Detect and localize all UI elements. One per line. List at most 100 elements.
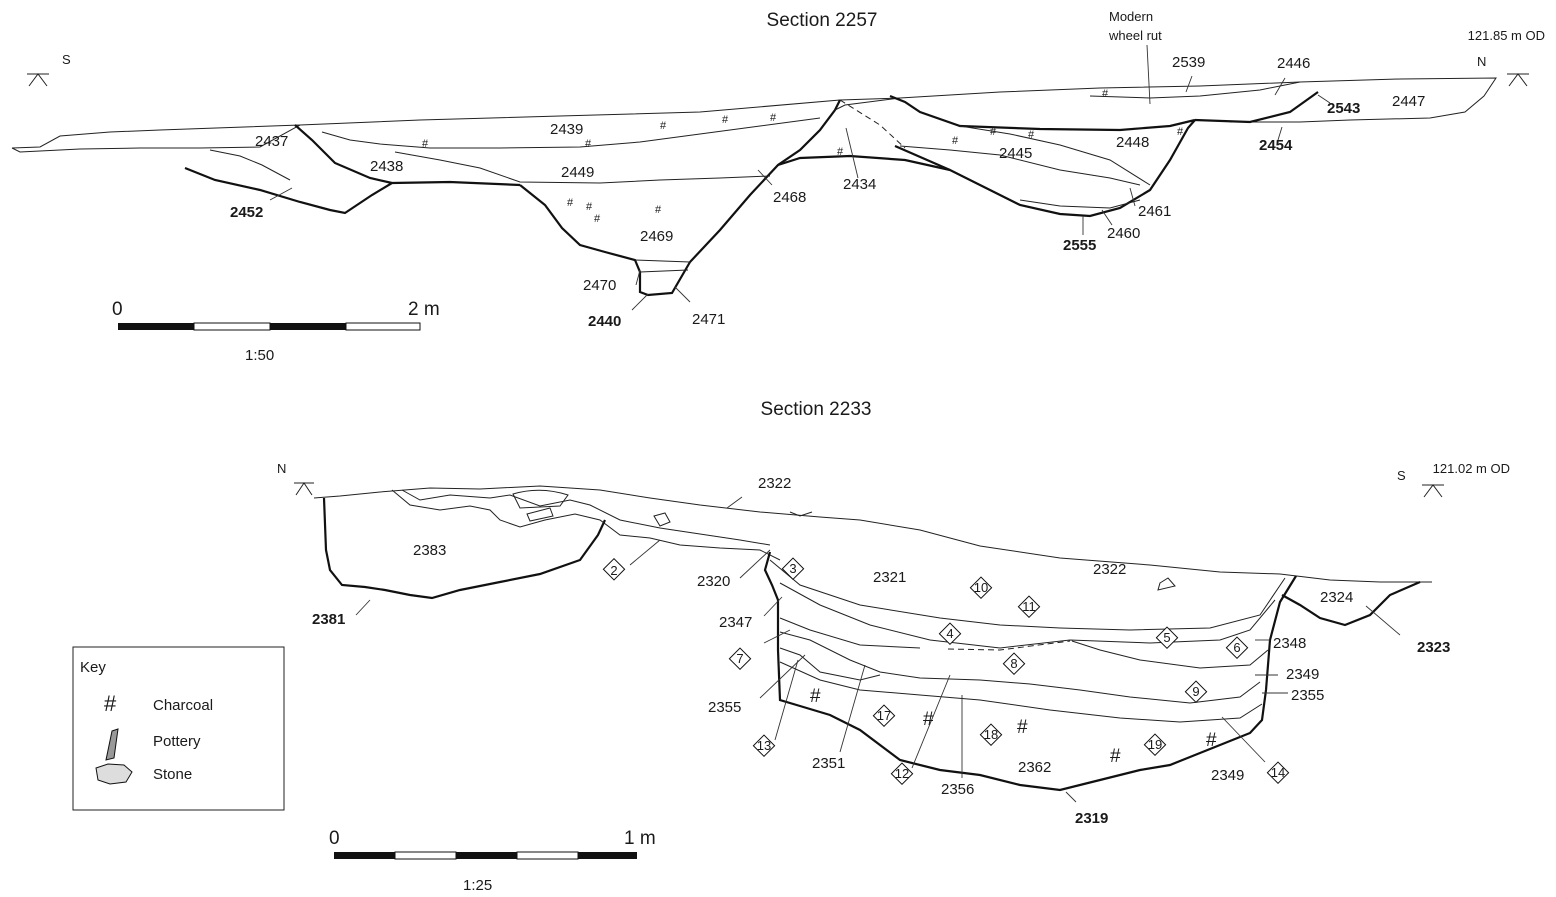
- context-2383: 2383: [413, 542, 446, 559]
- datum2-level-label: 121.02 m OD: [1433, 461, 1510, 476]
- key-charcoal-label: Charcoal: [153, 697, 213, 714]
- svg-text:#: #: [990, 126, 997, 138]
- charcoal-marks-top: # # # # # # # # # # # # # # #: [422, 88, 1184, 225]
- section-2257: Section 2257 S N 121.85 m OD: [11, 9, 1545, 364]
- key-stone-label: Stone: [153, 766, 192, 783]
- find-8: 8: [1002, 652, 1026, 676]
- datum-marker-left-icon: [27, 73, 49, 87]
- svg-text:3: 3: [789, 561, 796, 576]
- svg-text:4: 4: [946, 626, 953, 641]
- svg-text:10: 10: [974, 580, 988, 595]
- context-2355a: 2355: [708, 699, 741, 716]
- svg-text:#: #: [810, 686, 821, 707]
- find-4: 4: [938, 622, 962, 646]
- orient-left-label: S: [62, 52, 71, 67]
- scale-top-ratio: 1:50: [245, 347, 274, 364]
- find-10: 10: [969, 576, 993, 600]
- svg-text:8: 8: [1010, 656, 1017, 671]
- svg-text:#: #: [1102, 88, 1109, 100]
- scale-bottom-end: 1 m: [624, 828, 656, 849]
- context-2324: 2324: [1320, 589, 1353, 606]
- svg-text:#: #: [594, 213, 601, 225]
- datum-marker-left2-icon: [294, 482, 314, 496]
- context-2468: 2468: [773, 189, 806, 206]
- key-legend: Key # Charcoal Pottery Stone: [72, 646, 285, 811]
- find-12: 12: [890, 762, 914, 786]
- context-2461: 2461: [1138, 203, 1171, 220]
- cut-2452-outline: [294, 124, 393, 185]
- ground-surface: [11, 77, 1497, 149]
- section-2233: Section 2233 N S 121.02 m OD: [277, 399, 1510, 894]
- svg-text:#: #: [585, 138, 592, 150]
- context-2322a: 2322: [758, 475, 791, 492]
- svg-text:#: #: [660, 120, 667, 132]
- find-2: 2: [602, 557, 626, 581]
- charcoal-marks-bottom: # # # # #: [810, 686, 1217, 767]
- note-line1: Modern: [1109, 9, 1153, 24]
- key-pottery-label: Pottery: [153, 733, 201, 750]
- context-2434: 2434: [843, 176, 876, 193]
- context-2445: 2445: [999, 145, 1032, 162]
- find-19: 19: [1143, 733, 1167, 757]
- svg-text:#: #: [422, 138, 429, 150]
- scale-top-start: 0: [112, 299, 123, 320]
- context-2449: 2449: [561, 164, 594, 181]
- cut-2381-outline: [322, 497, 606, 600]
- svg-text:9: 9: [1192, 684, 1199, 699]
- context-2362: 2362: [1018, 759, 1051, 776]
- datum-level-label: 121.85 m OD: [1468, 28, 1545, 43]
- svg-text:#: #: [722, 114, 729, 126]
- cut-2319-outline: [763, 551, 1297, 792]
- cut-2543: 2543: [1327, 100, 1360, 117]
- context-2437: 2437: [255, 133, 288, 150]
- context-2320: 2320: [697, 573, 730, 590]
- orient-right-label: N: [1477, 54, 1486, 69]
- find-5: 5: [1155, 626, 1179, 650]
- context-2460: 2460: [1107, 225, 1140, 242]
- orient2-left-label: N: [277, 461, 286, 476]
- context-2349a: 2349: [1286, 666, 1319, 683]
- orient2-right-label: S: [1397, 468, 1406, 483]
- note-line2: wheel rut: [1108, 28, 1162, 43]
- svg-text:6: 6: [1233, 640, 1240, 655]
- svg-text:2: 2: [610, 563, 617, 578]
- svg-text:#: #: [1028, 129, 1035, 141]
- cut-2319: 2319: [1075, 810, 1108, 827]
- ground-surface-2: [313, 485, 1432, 583]
- svg-text:11: 11: [1022, 599, 1036, 614]
- cut-2454: 2454: [1259, 137, 1293, 154]
- context-2356: 2356: [941, 781, 974, 798]
- svg-text:#: #: [1206, 730, 1217, 751]
- svg-text:#: #: [952, 135, 959, 147]
- svg-text:#: #: [923, 709, 934, 730]
- svg-text:#: #: [1110, 746, 1121, 767]
- scale-bar-top: [118, 322, 421, 331]
- svg-text:5: 5: [1163, 630, 1170, 645]
- find-14: 14: [1266, 761, 1290, 785]
- pottery-icon: [105, 728, 119, 761]
- svg-text:14: 14: [1271, 765, 1285, 780]
- find-11: 11: [1017, 595, 1041, 619]
- datum-marker-right2-icon: [1422, 484, 1444, 498]
- cut-2555-outline: [889, 94, 1196, 132]
- find-18: 18: [979, 723, 1003, 747]
- scale-bar-bottom: [334, 851, 637, 860]
- context-2349b: 2349: [1211, 767, 1244, 784]
- find-6: 6: [1225, 636, 1249, 660]
- find-7: 7: [728, 647, 752, 671]
- svg-text:#: #: [567, 197, 574, 209]
- key-title: Key: [80, 659, 106, 676]
- context-2448: 2448: [1116, 134, 1149, 151]
- section-2233-title: Section 2233: [761, 399, 872, 420]
- svg-text:17: 17: [877, 708, 891, 723]
- scale-top-end: 2 m: [408, 299, 440, 320]
- context-2347: 2347: [719, 614, 752, 631]
- datum-marker-right-icon: [1507, 73, 1529, 87]
- scale-bottom-start: 0: [329, 828, 340, 849]
- cut-2323-outline: [1281, 580, 1421, 627]
- svg-text:#: #: [586, 201, 593, 213]
- svg-text:18: 18: [984, 727, 998, 742]
- svg-text:#: #: [655, 204, 662, 216]
- cut-2440-outline: [519, 99, 841, 297]
